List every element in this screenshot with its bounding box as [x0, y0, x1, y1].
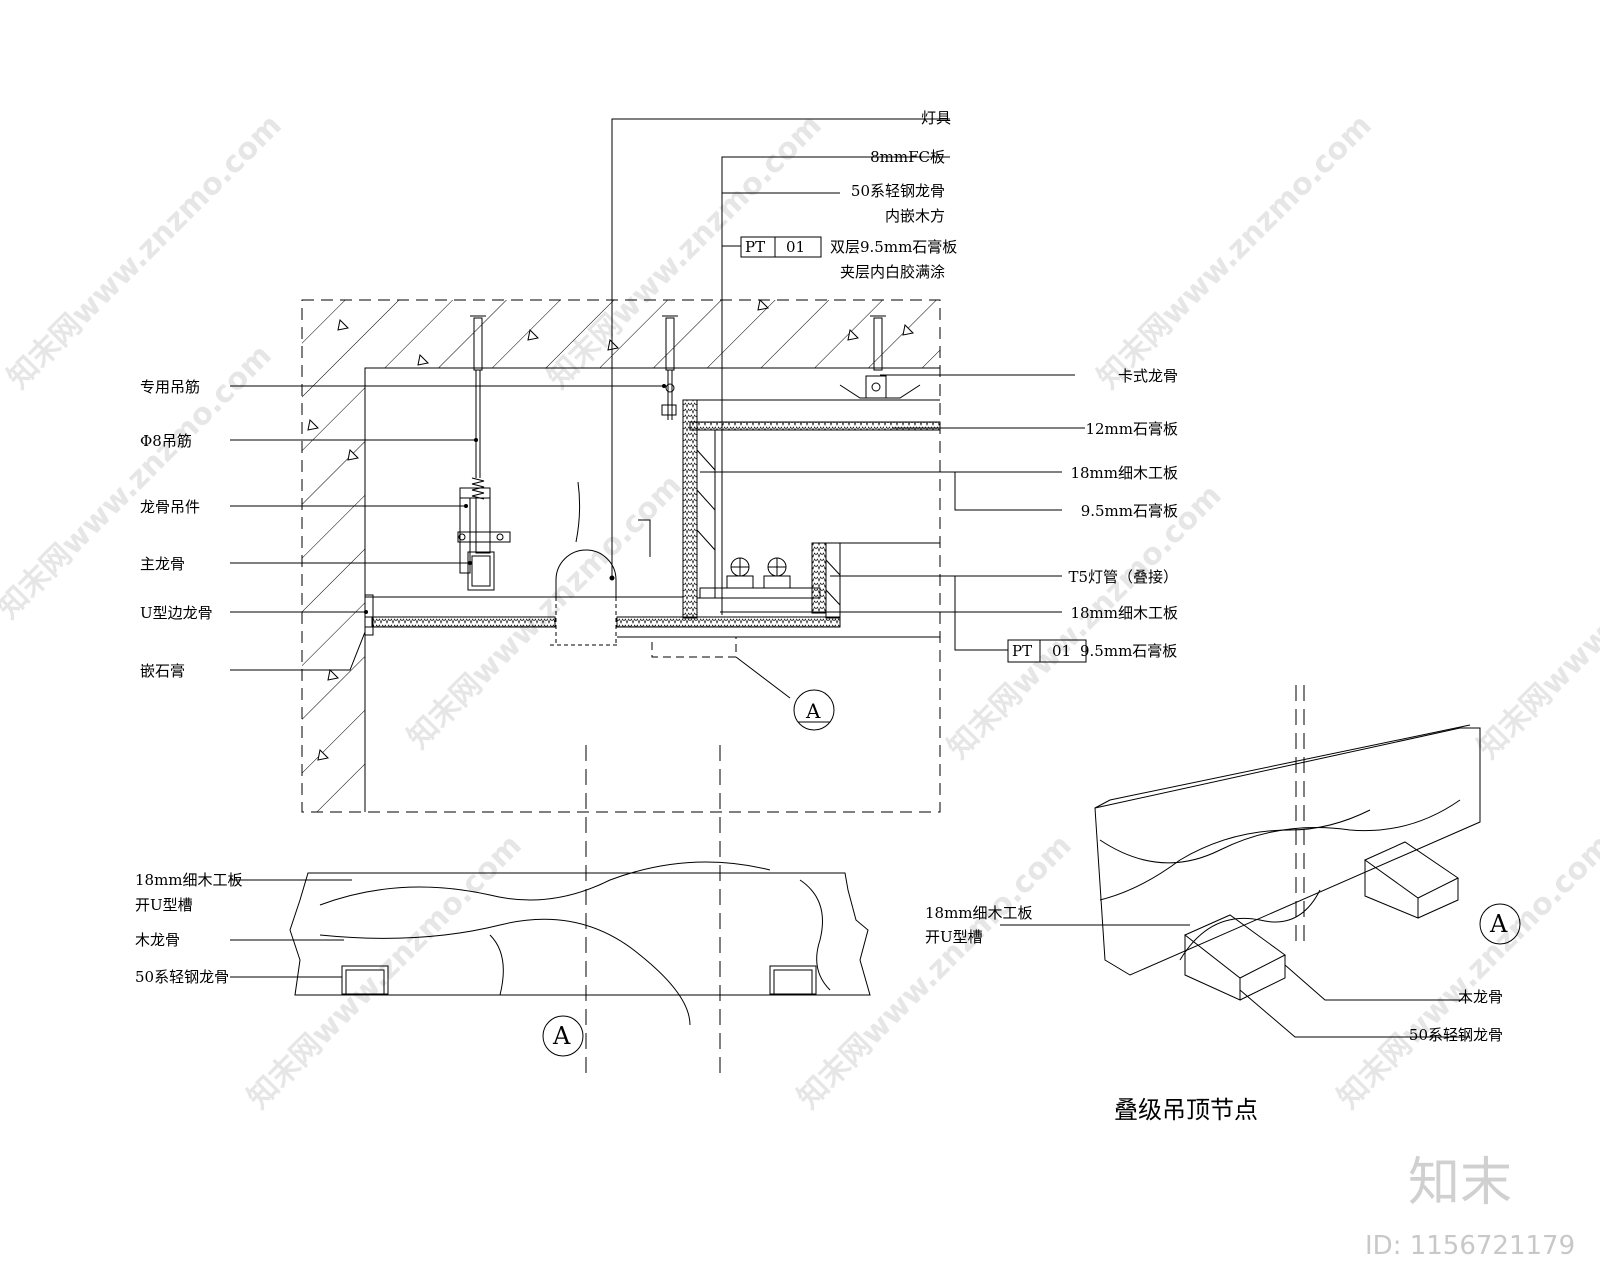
detail-a-marker: A — [552, 1022, 571, 1050]
drawing-title: 叠级吊顶节点 — [1114, 1096, 1258, 1124]
label-phi8-hanger: Φ8吊筋 — [140, 432, 192, 450]
left-leader-dots — [364, 384, 666, 614]
iso-marker: A — [1489, 910, 1508, 938]
label-main-keel: 主龙骨 — [140, 555, 185, 573]
section-marker-a — [793, 689, 835, 731]
concrete-slab — [302, 300, 940, 812]
label-keel-hanger: 龙骨吊件 — [140, 498, 200, 516]
watermark-text: 知末网www.znzmo.com — [1091, 108, 1379, 396]
top-leaders — [611, 118, 950, 578]
label-fc-board: 8mmFC板 — [870, 148, 945, 166]
label-gypsum12: 12mm石膏板 — [1085, 420, 1178, 438]
label-blockboard18-a: 18mm细木工板 — [1070, 464, 1178, 482]
watermark-text: 知末网www.znzmo.com — [241, 828, 529, 1116]
detail-a — [230, 861, 871, 1057]
label-embed-gypsum: 嵌石膏 — [140, 662, 185, 680]
label-double-gypsum-1: 双层9.5mm石膏板 — [830, 238, 957, 256]
section-marker-text: A — [805, 699, 821, 723]
upper-gypsum — [689, 399, 941, 431]
step-vertical — [682, 399, 723, 619]
right-leaders — [700, 374, 1087, 663]
label-u-edge-keel: U型边龙骨 — [140, 604, 213, 622]
label-blockboard18-b: 18mm细木工板 — [1070, 604, 1178, 622]
label-pt-num: 01 — [786, 238, 805, 256]
iso-blockboard-2: 开U型槽 — [925, 928, 983, 946]
label-pt2-num: 01 — [1052, 642, 1071, 660]
lower-ceiling-board — [364, 594, 940, 638]
main-section — [301, 298, 941, 1075]
lamp-trough — [699, 542, 940, 619]
watermark-text: 知末网www.znzmo.com — [1331, 828, 1600, 1116]
hanger-rod-right — [661, 370, 677, 420]
left-leaders — [230, 385, 664, 671]
label-pt-code: PT — [745, 238, 765, 256]
label-double-gypsum-2: 夹层内白胶满涂 — [840, 263, 945, 281]
section-cut-box — [651, 636, 791, 699]
card-keel — [839, 375, 921, 399]
t5-lamps — [726, 557, 791, 589]
brand-id: ID: 1156721179 — [1365, 1231, 1575, 1261]
detail-a-blockboard-1: 18mm细木工板 — [135, 871, 243, 889]
iso-wood-keel: 木龙骨 — [1458, 988, 1503, 1006]
detail-a-blockboard-2: 开U型槽 — [135, 896, 193, 914]
label-steel-keel-1: 50系轻钢龙骨 — [851, 182, 945, 200]
iso-blockboard-1: 18mm细木工板 — [925, 904, 1033, 922]
concrete-aggregate — [307, 298, 915, 761]
watermark-text: 知末网www.znzmo.com — [401, 468, 689, 756]
iso-steel-keel: 50系轻钢龙骨 — [1409, 1026, 1503, 1044]
label-gypsum95-a: 9.5mm石膏板 — [1081, 502, 1178, 520]
watermark-text: 知末网www.znzmo.com — [1471, 478, 1600, 766]
watermark-text: 知末网www.znzmo.com — [791, 828, 1079, 1116]
label-hanger-special: 专用吊筋 — [140, 378, 200, 396]
downlight — [550, 481, 620, 646]
label-t5-lamp: T5灯管（叠接） — [1068, 568, 1178, 586]
label-card-keel: 卡式龙骨 — [1118, 367, 1178, 385]
label-gypsum95-b: 9.5mm石膏板 — [1080, 642, 1177, 660]
label-steel-keel-2: 内嵌木方 — [885, 207, 945, 225]
label-lamp: 灯具 — [921, 109, 951, 127]
expansion-bolts — [470, 315, 886, 371]
text-labels: 专用吊筋 Φ8吊筋 龙骨吊件 主龙骨 U型边龙骨 嵌石膏 灯具 8mmFC板 5… — [135, 109, 1508, 1124]
hanger-rod-left — [457, 370, 511, 591]
detail-a-steel-keel: 50系轻钢龙骨 — [135, 968, 229, 986]
detail-a-wood-keel: 木龙骨 — [135, 931, 180, 949]
label-pt2-code: PT — [1012, 642, 1032, 660]
iso-detail — [1000, 685, 1521, 1038]
brand-logo: 知末 — [1408, 1153, 1512, 1213]
